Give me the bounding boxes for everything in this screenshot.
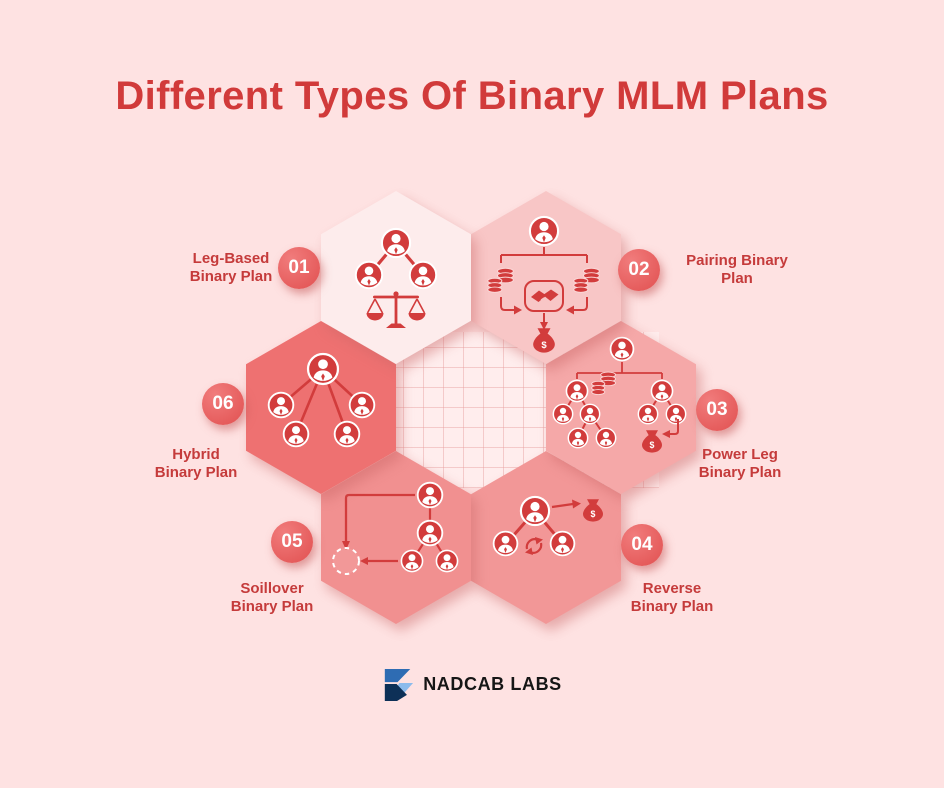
label-line: Hybrid (172, 446, 220, 463)
nadcab-labs-logo-icon (385, 668, 414, 701)
downline-network-with-scales-icon (354, 227, 438, 328)
hexagon-reverse-binary-plan (471, 451, 621, 624)
coins-stack-icon (573, 267, 600, 293)
swap-cycle-icon (525, 537, 543, 555)
power-leg-tree-icon (552, 336, 687, 453)
reverse-swap-network-icon (492, 495, 603, 557)
hexagon-pairing-binary-plan (471, 191, 621, 364)
label-line: Soillover (240, 580, 304, 597)
label-line: Plan (721, 269, 753, 287)
label-line: Leg-Based (192, 250, 270, 267)
hexagon-soillover-binary-plan (321, 451, 471, 624)
hybrid-network-icon (267, 352, 376, 448)
spillover-placement-icon (332, 481, 459, 575)
label-line: Power Leg (702, 446, 778, 463)
money-bag-icon (533, 328, 555, 353)
page-title: Different Types Of Binary MLM Plans (115, 74, 829, 118)
coins-stack-icon (591, 371, 616, 395)
label-pairing-binary-plan: Pairing Binary Plan (662, 252, 812, 287)
label-line: Binary Plan (189, 267, 273, 285)
label-line: Reverse (642, 580, 702, 597)
money-bag-icon (583, 499, 603, 522)
badge-05: 05 (271, 521, 313, 563)
handshake-icon (531, 289, 559, 303)
pairing-commission-handshake-icon (487, 215, 600, 353)
label-leg-based-binary-plan: Leg-Based Binary Plan (156, 250, 306, 285)
label-line: Pairing Binary (686, 252, 788, 269)
badge-06: 06 (202, 383, 244, 425)
label-soillover-binary-plan: Soillover Binary Plan (197, 580, 347, 615)
empty-position-dashed-circle (332, 547, 360, 575)
label-hybrid-binary-plan: Hybrid Binary Plan (121, 446, 271, 481)
coins-stack-icon (487, 267, 514, 293)
hexagon-hybrid-binary-plan (246, 321, 396, 494)
money-bag-icon (642, 430, 662, 453)
hexagon-leg-based-binary-plan (321, 191, 471, 364)
hexagon-power-leg-binary-plan (546, 321, 696, 494)
brand-name: NADCAB LABS (423, 673, 562, 694)
badge-01: 01 (278, 247, 320, 289)
label-power-leg-binary-plan: Power Leg Binary Plan (665, 446, 815, 481)
footer-brand: NADCAB LABS (0, 664, 944, 704)
badge-03: 03 (696, 389, 738, 431)
label-line: Binary Plan (698, 463, 782, 481)
label-reverse-binary-plan: Reverse Binary Plan (597, 580, 747, 615)
label-line: Binary Plan (154, 463, 238, 481)
badge-02: 02 (618, 249, 660, 291)
label-line: Binary Plan (230, 597, 314, 615)
scales-icon (366, 291, 426, 328)
badge-04: 04 (621, 524, 663, 566)
label-line: Binary Plan (630, 597, 714, 615)
